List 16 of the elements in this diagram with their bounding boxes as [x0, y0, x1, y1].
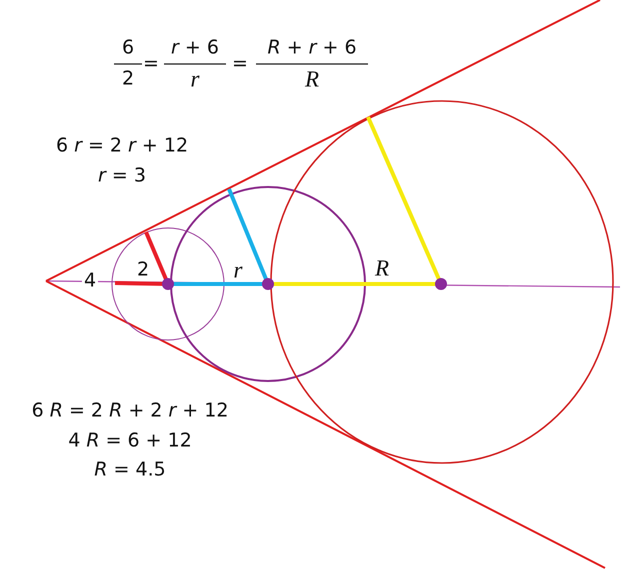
- fraction-denominator: R: [304, 68, 320, 90]
- fraction-numerator: R + r + 6: [267, 38, 357, 58]
- equation-text: R = 4.5: [94, 460, 166, 480]
- equation-text: 6 r = 2 r + 12: [56, 136, 188, 156]
- equation-text: r = 3: [98, 166, 146, 186]
- fraction-denominator: 2: [122, 70, 134, 88]
- length-label: r: [234, 258, 242, 282]
- length-label: 2: [136, 260, 150, 280]
- equals-sign: =: [232, 54, 248, 74]
- equals-sign: =: [143, 54, 159, 74]
- equation-text: 4 R = 6 + 12: [68, 432, 192, 450]
- fraction-denominator: r: [190, 68, 200, 90]
- fraction-numerator: 6: [122, 38, 134, 58]
- equation-text: 6 R = 2 R + 2 r + 12: [32, 402, 228, 420]
- fraction-numerator: r + 6: [171, 38, 219, 58]
- length-label: R: [374, 256, 390, 280]
